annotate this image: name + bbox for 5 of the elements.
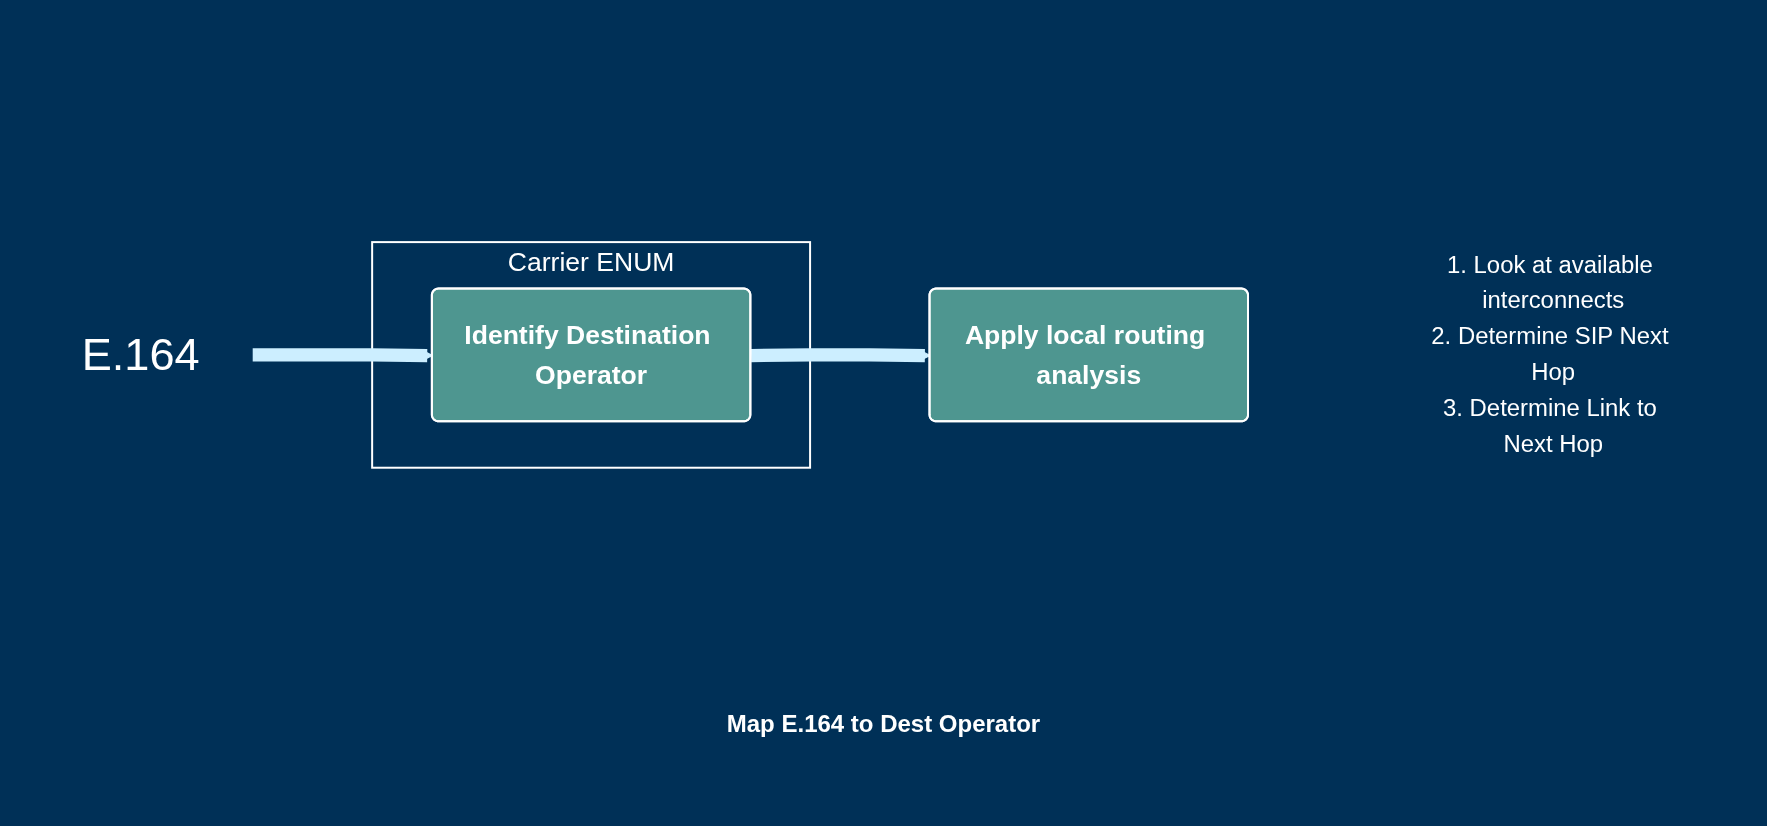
note-text: Map E.164 to Dest Operator bbox=[726, 710, 1041, 740]
node-label: 3. Determine Link to Next Hop bbox=[1442, 394, 1657, 458]
node-label: 2. Determine SIP Next Hop bbox=[1430, 323, 1669, 386]
node-text: E.164 bbox=[81, 329, 200, 380]
node-label: 1. Look at available interconnects bbox=[1446, 251, 1653, 315]
